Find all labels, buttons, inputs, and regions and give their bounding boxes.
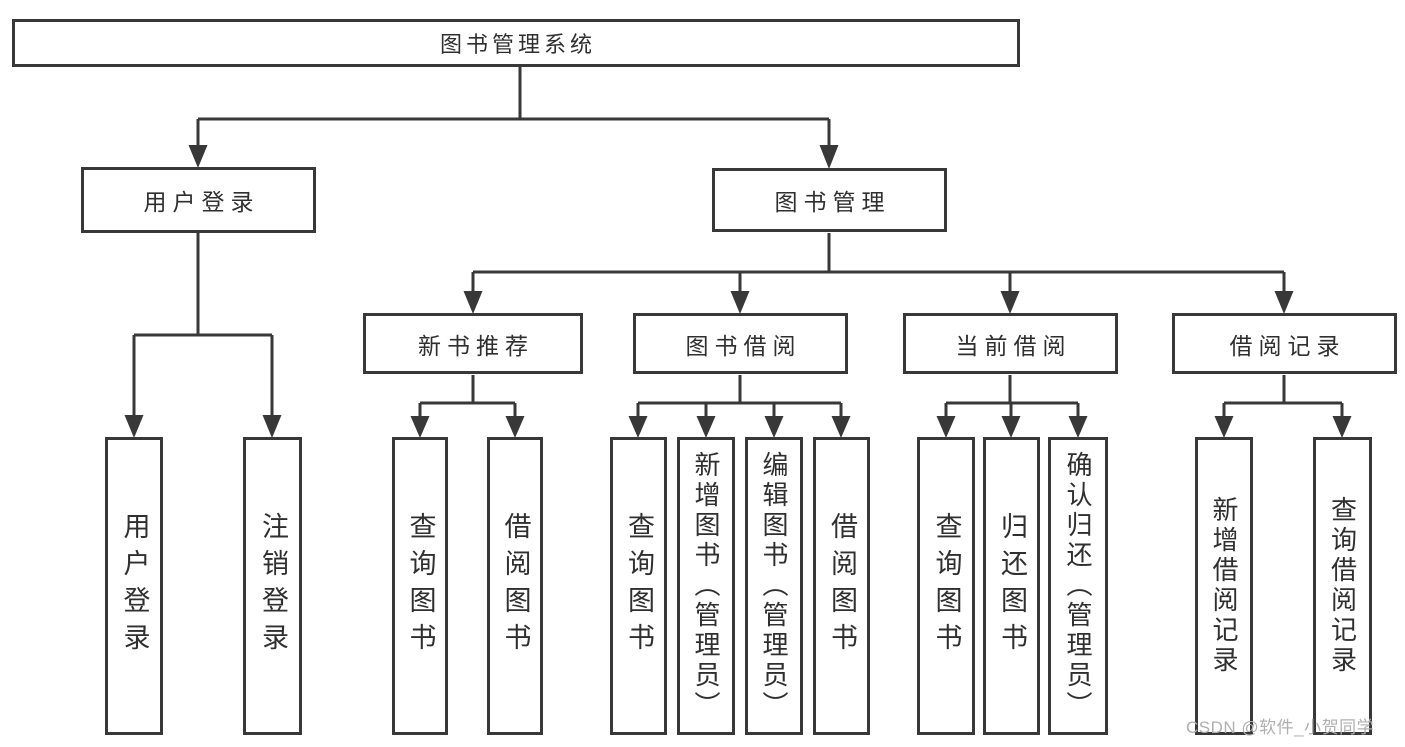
leaf-current-query-books: 查询图书 xyxy=(917,437,975,735)
connector-borrow-branch xyxy=(628,375,851,438)
leaf-recommend-query-books-label: 查询图书 xyxy=(405,512,436,660)
node-book-management: 图书管理 xyxy=(712,168,947,232)
leaf-current-return-books: 归还图书 xyxy=(983,437,1040,735)
leaf-borrow-edit-books-label: 编辑图书（管理员） xyxy=(759,451,789,721)
leaf-borrow-query-books-label: 查询图书 xyxy=(624,512,654,660)
leaf-current-confirm-return: 确认归还（管理员） xyxy=(1048,437,1108,735)
leaf-records-add-record: 新增借阅记录 xyxy=(1195,437,1253,735)
node-new-book-recommend-label: 新书推荐 xyxy=(418,332,534,359)
leaf-borrow-add-books-label: 新增图书（管理员） xyxy=(691,451,721,721)
leaf-borrow-borrow-books: 借阅图书 xyxy=(813,437,870,735)
leaf-user-login-action: 用户登录 xyxy=(105,437,163,735)
connector-user-login-branch xyxy=(124,233,282,438)
connector-root-to-level2 xyxy=(188,67,839,169)
csdn-watermark: CSDN @软件_小贺同学 xyxy=(1186,718,1375,737)
leaf-current-query-books-label: 查询图书 xyxy=(931,512,962,660)
node-borrow-records-label: 借阅记录 xyxy=(1229,332,1346,359)
leaf-logout: 注销登录 xyxy=(243,437,302,735)
connector-current-branch xyxy=(936,375,1088,438)
node-user-login: 用户登录 xyxy=(81,167,316,233)
leaf-borrow-add-books: 新增图书（管理员） xyxy=(677,437,735,735)
leaf-borrow-query-books: 查询图书 xyxy=(610,437,667,735)
leaf-records-add-record-label: 新增借阅记录 xyxy=(1209,496,1239,676)
leaf-current-return-books-label: 归还图书 xyxy=(997,512,1027,660)
leaf-borrow-edit-books: 编辑图书（管理员） xyxy=(745,437,803,735)
node-root-system: 图书管理系统 xyxy=(12,19,1020,67)
node-user-login-label: 用户登录 xyxy=(143,189,260,215)
leaf-records-query-record-label: 查询借阅记录 xyxy=(1327,496,1358,676)
leaf-records-query-record: 查询借阅记录 xyxy=(1313,437,1372,735)
connector-book-management-branch xyxy=(463,233,1294,314)
node-root-system-label: 图书管理系统 xyxy=(439,32,596,57)
node-borrow-records: 借阅记录 xyxy=(1172,313,1397,374)
leaf-current-confirm-return-label: 确认归还（管理员） xyxy=(1063,451,1093,721)
leaf-user-login-action-label: 用户登录 xyxy=(119,512,150,660)
leaf-recommend-query-books: 查询图书 xyxy=(392,437,448,735)
connector-recommend-branch xyxy=(410,375,525,438)
node-current-borrow: 当前借阅 xyxy=(903,313,1118,374)
leaf-recommend-borrow-books-label: 借阅图书 xyxy=(500,512,531,660)
node-book-borrow: 图书借阅 xyxy=(633,313,848,374)
connector-records-branch xyxy=(1214,375,1352,438)
leaf-logout-label: 注销登录 xyxy=(258,512,288,660)
node-current-borrow-label: 当前借阅 xyxy=(955,332,1072,359)
node-book-management-label: 图书管理 xyxy=(774,189,891,215)
leaf-recommend-borrow-books: 借阅图书 xyxy=(487,437,543,735)
leaf-borrow-borrow-books-label: 借阅图书 xyxy=(827,512,857,660)
node-new-book-recommend: 新书推荐 xyxy=(363,313,583,374)
node-book-borrow-label: 图书借阅 xyxy=(685,332,802,359)
